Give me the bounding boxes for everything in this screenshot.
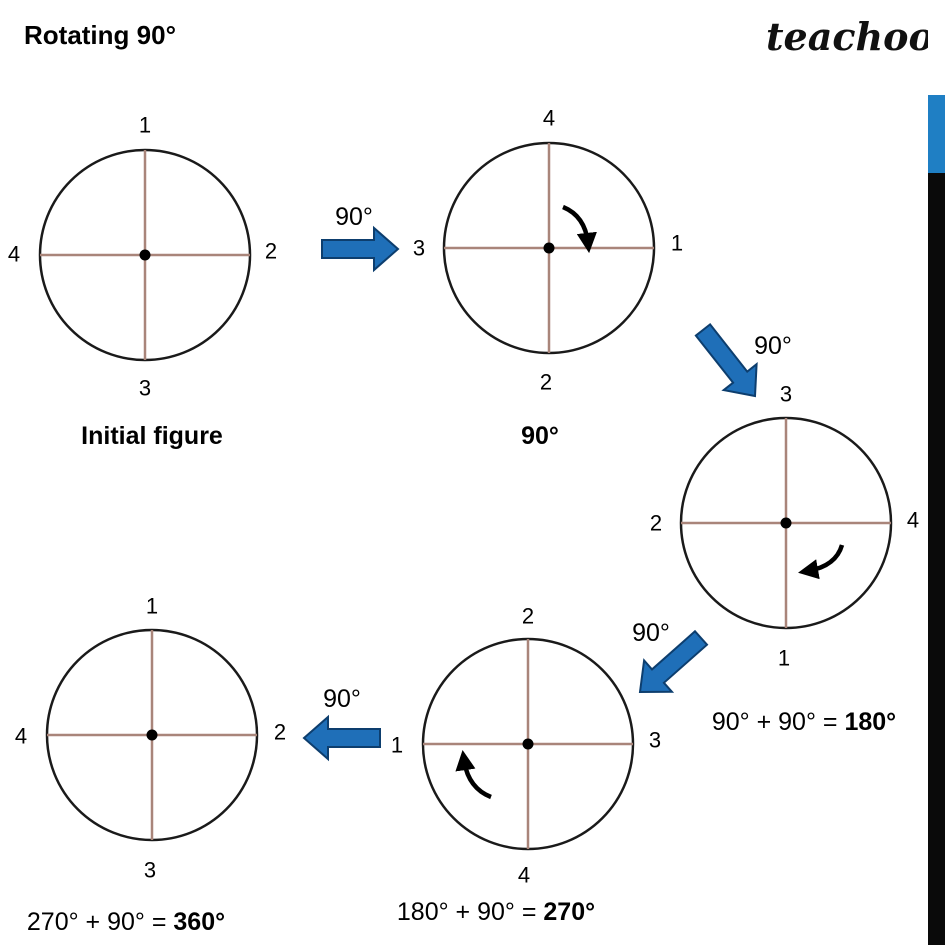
- rotation-figure-3: 3 4 1 2 90° + 90° = 180°: [650, 382, 919, 737]
- rotation-figure-4: 2 3 4 1 180° + 90° = 270°: [391, 604, 661, 927]
- side-stripe: [928, 0, 945, 945]
- figure-caption: 90° + 90° = 180°: [712, 708, 896, 736]
- figure-caption: Initial figure: [81, 422, 223, 450]
- caption-result: 270°: [543, 898, 595, 926]
- rotation-figure-2: 4 1 2 3 90°: [413, 106, 683, 451]
- step-arrow-label: 90°: [632, 619, 670, 647]
- label-top: 1: [146, 594, 158, 619]
- caption-result: 180°: [844, 708, 896, 736]
- teachoo-logo: teachoo: [766, 14, 934, 59]
- label-bottom: 1: [778, 646, 790, 671]
- caption-result: 360°: [173, 908, 225, 936]
- caption-sum: 270° + 90° =: [27, 908, 174, 936]
- label-bottom: 4: [518, 863, 530, 888]
- label-bottom: 3: [144, 858, 156, 883]
- clockwise-turn-arrow-icon: [798, 544, 845, 580]
- step-arrow-4: 90°: [302, 685, 381, 762]
- center-point: [146, 729, 158, 741]
- page-title: Rotating 90°: [24, 20, 176, 50]
- step-arrow-label: 90°: [754, 332, 792, 360]
- label-top: 3: [780, 382, 792, 407]
- block-arrow-right-icon: [321, 225, 400, 273]
- label-left: 2: [650, 511, 662, 536]
- label-right: 1: [671, 231, 683, 256]
- label-right: 3: [649, 728, 661, 753]
- block-arrow-down-right-icon: [694, 322, 758, 398]
- step-arrow-label: 90°: [335, 203, 373, 231]
- step-arrow-1: 90°: [321, 203, 400, 273]
- step-arrow-3: 90°: [632, 619, 709, 694]
- center-point: [543, 242, 555, 254]
- caption-result: 90°: [521, 422, 559, 450]
- block-arrow-down-left-icon: [638, 629, 709, 694]
- label-left: 1: [391, 733, 403, 758]
- label-right: 2: [265, 239, 277, 264]
- step-arrow-label: 90°: [323, 685, 361, 713]
- caption-result: Initial figure: [81, 422, 223, 450]
- caption-sum: 180° + 90° =: [397, 898, 544, 926]
- caption-sum: 90° + 90° =: [712, 708, 845, 736]
- label-left: 3: [413, 236, 425, 261]
- label-top: 1: [139, 113, 151, 138]
- center-point: [522, 738, 534, 750]
- figure-caption: 180° + 90° = 270°: [397, 898, 595, 926]
- label-right: 2: [274, 720, 286, 745]
- block-arrow-left-icon: [302, 714, 381, 762]
- figure-caption: 270° + 90° = 360°: [27, 908, 225, 936]
- label-bottom: 3: [139, 376, 151, 401]
- label-top: 2: [522, 604, 534, 629]
- label-right: 4: [907, 508, 919, 533]
- label-top: 4: [543, 106, 555, 131]
- figure-caption: 90°: [521, 422, 559, 450]
- clockwise-turn-arrow-icon: [455, 749, 492, 800]
- step-arrow-2: 90°: [694, 322, 792, 398]
- label-left: 4: [8, 242, 20, 267]
- label-left: 4: [15, 724, 27, 749]
- accent-bar: [928, 95, 945, 173]
- label-bottom: 2: [540, 370, 552, 395]
- center-point: [139, 249, 151, 261]
- center-point: [780, 517, 792, 529]
- clockwise-turn-arrow-icon: [562, 204, 597, 254]
- rotation-figure-5: 1 2 3 4 270° + 90° = 360°: [15, 594, 286, 937]
